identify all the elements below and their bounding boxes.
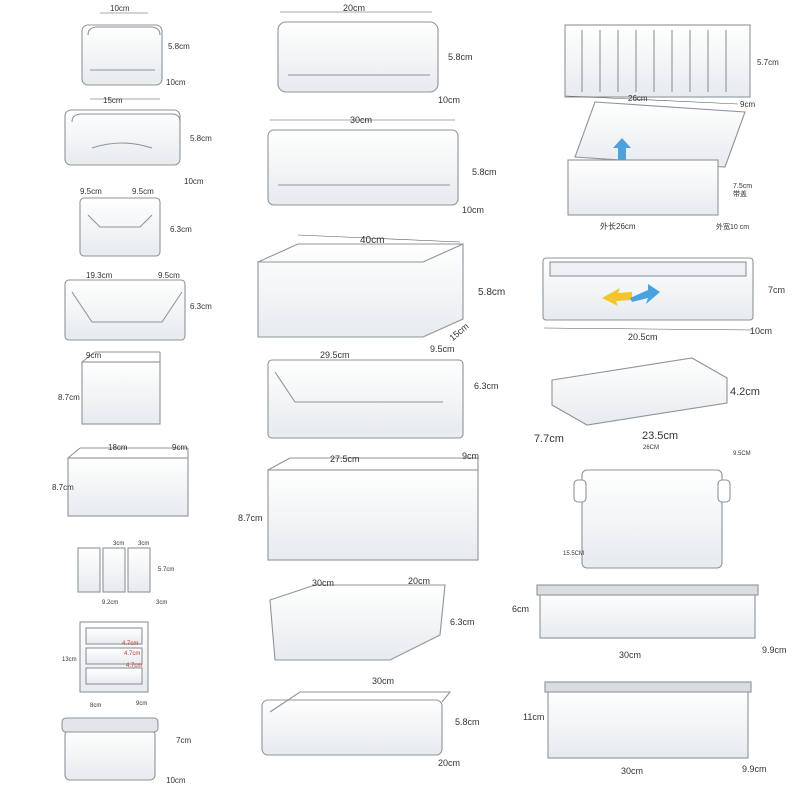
dim-w: 29.5cm: [320, 350, 350, 360]
box-10x10-lidded: [81, 24, 163, 86]
box-27x9-tall: [267, 457, 479, 561]
dim-h: 7.5cm: [733, 183, 753, 190]
dim-h: 5.8cm: [190, 134, 212, 143]
open-direction-arrows: [602, 284, 660, 306]
dim-d: 9.9cm: [742, 764, 767, 774]
dim-w: 10cm: [110, 4, 130, 13]
dim-outer-d: 外宽10 cm: [716, 224, 750, 231]
dim-w: 8cm: [90, 703, 102, 709]
dim-w: 30cm: [621, 766, 644, 776]
tray-40x15-long: [257, 243, 464, 338]
dim-w: 40cm: [360, 235, 385, 246]
dim-d: 9.5CM: [733, 451, 751, 457]
dim-h: 5.7cm: [158, 567, 175, 573]
slim-cup-set: [77, 547, 151, 593]
dim-d: 10cm: [166, 776, 186, 785]
dim-w: 30cm: [350, 115, 373, 125]
box-15x10-lidded: [64, 109, 181, 166]
dim-d: 20cm: [438, 758, 461, 768]
dim-w: 30cm: [619, 650, 642, 660]
dim-r1: 4.7cm: [122, 641, 139, 647]
dim-d: 10cm: [750, 326, 773, 336]
dim-w: 15cm: [103, 96, 123, 105]
dim-h-note: 带盖: [733, 191, 747, 198]
dim-a: 3cm: [113, 541, 125, 547]
dim-w: 27.5cm: [330, 454, 360, 464]
dim-h: 5.8cm: [168, 42, 190, 51]
lid-lift-arrow: [613, 138, 631, 160]
dim-d: 9cm: [740, 100, 756, 109]
dim-w: 19.3cm: [86, 271, 113, 280]
dim-b: 3cm: [138, 541, 150, 547]
box-30x20-lidded: [261, 691, 452, 756]
tall-lidded-box-30x9: [544, 681, 752, 759]
dim-h: 7cm: [176, 736, 192, 745]
bin-9x9-open-front: [79, 197, 161, 257]
dim-d: 10cm: [462, 205, 485, 215]
dim-h: 5.8cm: [448, 52, 473, 62]
dim-d: 9.9cm: [762, 645, 787, 655]
dim-h: 5.8cm: [478, 287, 506, 298]
dim-h: 15.5CM: [563, 551, 585, 557]
bin-29x9-open-front: [267, 359, 464, 439]
low-lidded-box-30x9: [536, 584, 759, 639]
dim-w2: 9.5cm: [430, 344, 455, 354]
box-18x9-tall: [67, 447, 189, 517]
dim-h: 5.8cm: [472, 167, 497, 177]
dim-h: 5.7cm: [757, 58, 779, 67]
dim-h: 5.8cm: [455, 717, 480, 727]
dim-w2: 20cm: [408, 576, 431, 586]
dim-w: 20.5cm: [628, 332, 658, 342]
dim-w2: 9.5cm: [132, 187, 154, 196]
dim-d: 10cm: [438, 95, 461, 105]
lidded-box-white-lid: [61, 717, 159, 781]
dim-h: 7cm: [768, 285, 786, 295]
dim-w2: 9cm: [172, 443, 188, 452]
dim-d: 7.7cm: [534, 433, 564, 445]
dim-w: 26cm: [628, 94, 648, 103]
dim-h: 8.7cm: [58, 393, 80, 402]
dim-h: 8.7cm: [52, 483, 74, 492]
dim-h: 13cm: [62, 657, 77, 663]
tray-30x20-wide: [269, 584, 446, 661]
dim-h: 4.2cm: [730, 386, 760, 398]
dim-w: 26CM: [643, 445, 660, 451]
dim-w2: 9.5cm: [158, 271, 180, 280]
compartment-box-hinged-lid: [567, 101, 746, 216]
dim-w: 9.2cm: [102, 600, 119, 606]
dim-w: 23.5cm: [642, 430, 679, 442]
dim-w: 20cm: [343, 3, 366, 13]
dim-w: 9cm: [86, 351, 102, 360]
compartment-box-26x9: [564, 24, 751, 98]
dim-w: 18cm: [108, 443, 128, 452]
dim-r2: 4.7cm: [124, 651, 141, 657]
box-20x10-lidded: [277, 21, 439, 93]
dim-h: 6.3cm: [190, 302, 212, 311]
dim-h: 6.3cm: [170, 225, 192, 234]
dim-d: 9cm: [136, 701, 148, 707]
dim-h: 6.3cm: [474, 381, 499, 391]
dim-h: 8.7cm: [238, 513, 263, 523]
dim-h: 6.3cm: [450, 617, 475, 627]
dim-h: 6cm: [512, 604, 530, 614]
dim-w: 30cm: [372, 676, 395, 686]
dim-d: 10cm: [166, 78, 186, 87]
dim-r3: 4.7cm: [126, 663, 143, 669]
dim-h: 11cm: [523, 712, 545, 722]
dim-w: 30cm: [312, 578, 335, 588]
box-30x10-lidded: [267, 129, 459, 206]
bin-19x9-open-front: [64, 279, 186, 341]
dim-d: 3cm: [156, 600, 168, 606]
dim-d: 10cm: [184, 177, 204, 186]
dim-w2: 9cm: [462, 451, 480, 461]
handled-bin-26x9: [573, 469, 731, 569]
slim-tray-23x7: [551, 357, 728, 426]
dim-w: 9.5cm: [80, 187, 102, 196]
cube-9cm: [81, 351, 161, 425]
drawer-stack-3-tier: [79, 621, 149, 693]
dim-outer-w: 外长26cm: [600, 222, 636, 231]
